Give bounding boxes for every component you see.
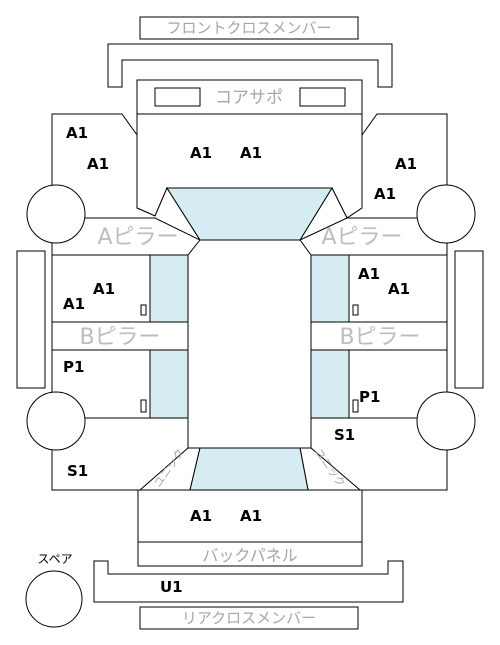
code-rear-cross-member: U1 [160, 578, 183, 596]
front-cross-member-label: フロントクロスメンバー [166, 19, 331, 37]
code-left-fender-2: A1 [87, 155, 109, 173]
left-rear-handle [140, 399, 147, 413]
rear-right-wheel[interactable] [416, 391, 476, 451]
back-panel-label: バックパネル [202, 546, 297, 565]
rear-glass[interactable] [189, 447, 309, 491]
code-hood-right: A1 [240, 144, 262, 162]
code-left-rear-quarter: S1 [67, 462, 88, 480]
left-side-step[interactable] [16, 250, 46, 389]
right-front-handle [352, 304, 359, 316]
b-pillar-left-label: Bピラー [79, 325, 160, 350]
a-pillar-left-label: Aピラー [97, 225, 178, 250]
code-left-rear-door: P1 [63, 358, 84, 376]
code-right-fender-1: A1 [395, 155, 417, 173]
spare-tire[interactable] [25, 570, 83, 628]
right-front-glass[interactable] [310, 254, 350, 323]
front-cross-member-bracket[interactable] [107, 43, 393, 88]
core-support-right-slot [299, 87, 346, 107]
code-right-rear-door: P1 [359, 388, 380, 406]
code-right-fender-2: A1 [374, 185, 396, 203]
b-pillar-right-label: Bピラー [339, 325, 420, 350]
front-cross-member-box[interactable] [139, 16, 359, 40]
left-rear-glass[interactable] [149, 349, 189, 419]
front-right-wheel[interactable] [416, 184, 476, 244]
core-support-label: コアサポ [215, 88, 283, 108]
rear-cross-member-bracket[interactable] [93, 560, 404, 603]
core-support-left-slot [154, 87, 201, 107]
rear-cross-member-label: リアクロスメンバー [182, 609, 316, 627]
code-left-front-door-2: A1 [63, 295, 85, 313]
code-hood-left: A1 [190, 144, 212, 162]
code-right-rear-quarter: S1 [334, 426, 355, 444]
rear-left-wheel[interactable] [26, 391, 86, 451]
rear-cross-member-box[interactable] [139, 606, 359, 630]
front-left-wheel[interactable] [26, 184, 86, 244]
code-left-front-door-1: A1 [93, 280, 115, 298]
left-front-glass[interactable] [149, 254, 189, 323]
code-left-fender-1: A1 [66, 124, 88, 142]
core-support-region[interactable] [136, 79, 363, 116]
trunk-lid[interactable] [137, 489, 363, 543]
code-trunk-left: A1 [190, 507, 212, 525]
roof-panel[interactable] [187, 239, 312, 449]
code-right-front-door-1: A1 [358, 265, 380, 283]
a-pillar-right-label: Aピラー [321, 225, 402, 250]
b-pillar-right[interactable] [310, 321, 448, 351]
code-trunk-right: A1 [240, 507, 262, 525]
right-side-step[interactable] [454, 250, 484, 389]
back-panel[interactable] [137, 541, 363, 567]
spare-label: スペア [37, 552, 72, 566]
right-rear-handle [352, 399, 359, 413]
left-front-handle [140, 304, 147, 316]
code-right-front-door-2: A1 [388, 280, 410, 298]
right-rear-glass[interactable] [310, 349, 350, 419]
